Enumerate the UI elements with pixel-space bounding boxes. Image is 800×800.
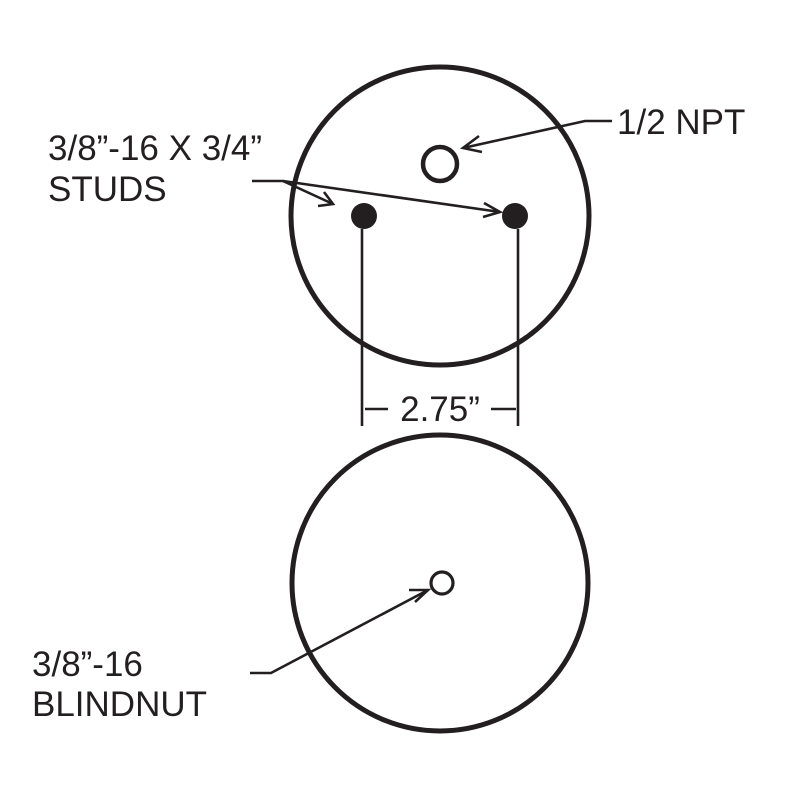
top-plate-view xyxy=(252,64,612,426)
studs-label-line1: 3/8”-16 X 3/4” xyxy=(48,129,262,168)
stud-right xyxy=(502,203,528,229)
bottom-plate-outline xyxy=(289,432,591,734)
blindnut-leader-arrow xyxy=(250,588,432,675)
studs-leader-arrow xyxy=(252,179,504,219)
bottom-plate-view xyxy=(250,432,591,734)
stud-left xyxy=(351,203,377,229)
blindnut-hole xyxy=(429,570,455,596)
top-plate-outline xyxy=(288,64,592,368)
npt-port-hole xyxy=(420,144,460,184)
npt-leader-arrow xyxy=(459,119,612,154)
dimension-label: 2.75” xyxy=(400,390,480,429)
blindnut-label-line1: 3/8”-16 xyxy=(32,645,143,684)
blindnut-label-line2: BLINDNUT xyxy=(32,685,207,724)
npt-label: 1/2 NPT xyxy=(617,103,745,142)
studs-label-line2: STUDS xyxy=(48,170,167,209)
